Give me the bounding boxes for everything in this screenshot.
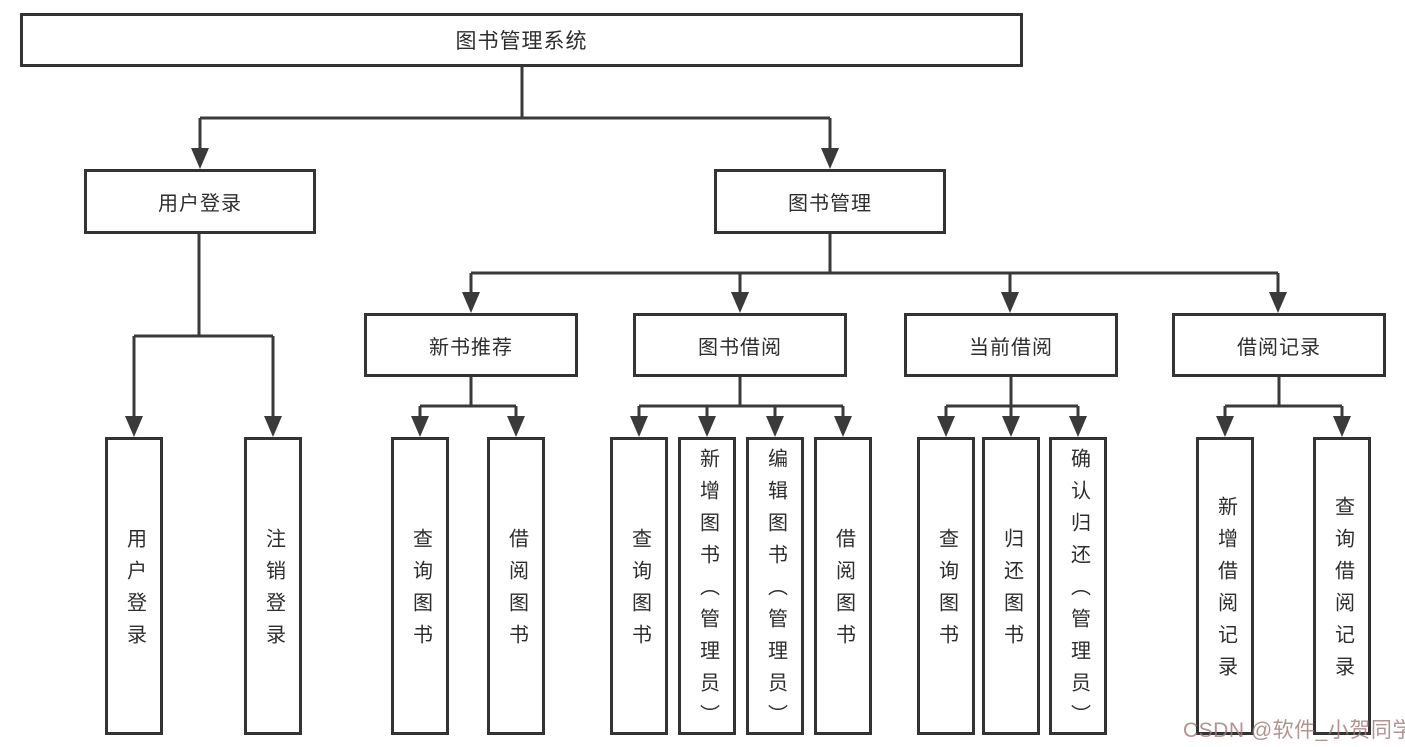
leaf-label: 新增图书（管理员） [696, 448, 719, 736]
leaf-edit-book-admin: 编辑图书（管理员） [746, 437, 804, 736]
leaf-label: 注销登录 [262, 528, 285, 656]
node-new-book-recommend: 新书推荐 [364, 313, 578, 377]
leaf-label: 用户登录 [123, 528, 146, 656]
leaf-query-books-current: 查询图书 [917, 437, 975, 735]
leaf-return-book: 归还图书 [982, 437, 1040, 735]
leaf-query-borrow-record: 查询借阅记录 [1313, 437, 1371, 735]
node-library-management-system: 图书管理系统 [20, 13, 1023, 67]
leaf-label: 归还图书 [1000, 528, 1023, 656]
node-book-management: 图书管理 [714, 169, 946, 234]
leaf-label: 查询图书 [935, 528, 958, 656]
leaf-user-login: 用户登录 [105, 437, 163, 735]
leaf-confirm-return-admin: 确认归还（管理员） [1049, 437, 1107, 736]
leaf-label: 查询图书 [628, 528, 651, 656]
watermark-text: CSDN @软件_小贺同学 [1183, 719, 1405, 742]
node-user-login: 用户登录 [84, 169, 316, 234]
node-current-borrowing: 当前借阅 [904, 313, 1118, 377]
node-book-borrowing: 图书借阅 [633, 313, 847, 377]
leaf-label: 编辑图书（管理员） [764, 448, 787, 736]
leaf-label: 查询借阅记录 [1331, 496, 1354, 688]
leaf-add-book-admin: 新增图书（管理员） [678, 437, 736, 736]
node-borrow-records: 借阅记录 [1172, 313, 1386, 377]
leaf-borrow-books-recommend: 借阅图书 [487, 437, 545, 735]
leaf-query-books-recommend: 查询图书 [391, 437, 449, 735]
leaf-label: 新增借阅记录 [1214, 496, 1237, 688]
leaf-query-books-borrowing: 查询图书 [610, 437, 668, 735]
leaf-label: 借阅图书 [832, 528, 855, 656]
leaf-label: 确认归还（管理员） [1067, 448, 1090, 736]
leaf-add-borrow-record: 新增借阅记录 [1196, 437, 1254, 735]
leaf-borrow-books: 借阅图书 [814, 437, 872, 735]
leaf-logout-login: 注销登录 [244, 437, 302, 735]
leaf-label: 借阅图书 [505, 528, 528, 656]
leaf-label: 查询图书 [409, 528, 432, 656]
